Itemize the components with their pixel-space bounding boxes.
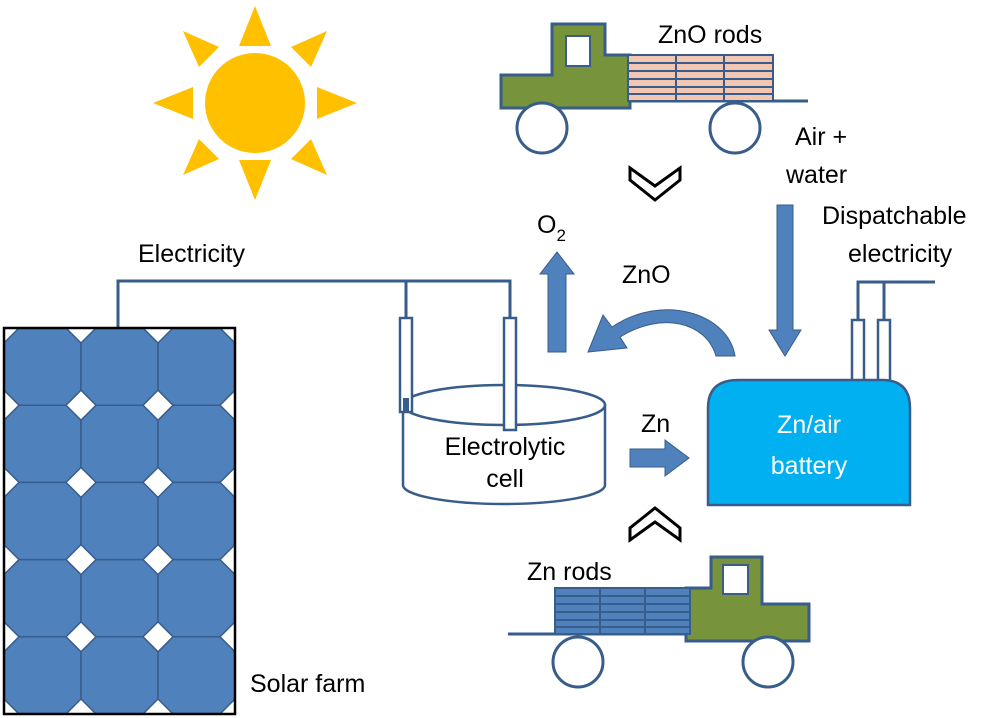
solar-cell <box>3 636 82 715</box>
air-water-label-line2: water <box>785 161 847 189</box>
solar-cell <box>80 558 159 638</box>
truck-icon <box>499 22 808 155</box>
chevron-down-icon <box>628 165 682 202</box>
solar-cell <box>157 636 236 715</box>
electricity-wire <box>116 279 512 327</box>
solar-panel-frame <box>2 326 237 716</box>
solar-cell <box>3 404 82 484</box>
solar-cell <box>80 481 159 561</box>
electrolytic-cell-label-line1: Electrolytic <box>445 433 566 461</box>
electrolytic-cell <box>398 316 607 506</box>
zno-label: ZnO <box>622 261 671 289</box>
sun-icon <box>153 6 357 200</box>
solar-cell <box>80 404 159 484</box>
solar-cell <box>3 327 82 406</box>
zn-rods-label: Zn rods <box>527 558 612 586</box>
cathode-electrode <box>398 316 414 414</box>
o2-up-arrow <box>538 251 576 353</box>
zno-curved-arrow <box>587 309 736 357</box>
dispatchable-label-line2: electricity <box>848 240 953 268</box>
solar-cell <box>3 481 82 561</box>
zn-air-battery <box>706 378 912 507</box>
dispatchable-wire <box>850 280 935 384</box>
air-water-down-arrow <box>768 204 802 357</box>
solar-cell <box>157 481 236 561</box>
electricity-label: Electricity <box>138 240 245 268</box>
solar-farm-label: Solar farm <box>250 670 365 698</box>
chevron-up-icon <box>628 506 682 543</box>
solar-cell <box>80 327 159 406</box>
solar-cell <box>157 404 236 484</box>
solar-cell <box>80 636 159 715</box>
air-water-label-line1: Air + <box>795 123 847 151</box>
solar-cell <box>157 558 236 638</box>
zno-rods-label: ZnO rods <box>658 21 762 49</box>
battery-label-line1: Zn/air <box>777 411 841 439</box>
zn-label: Zn <box>641 410 670 438</box>
truck-icon <box>508 555 811 689</box>
dispatchable-label-line1: Dispatchable <box>822 202 967 230</box>
battery-label-line2: battery <box>771 452 848 480</box>
electrolytic-cell-label-line2: cell <box>486 465 524 493</box>
solar-panel-icon <box>2 326 237 716</box>
solar-cell <box>3 558 82 638</box>
solar-cell <box>157 327 236 406</box>
o2-label: O2 <box>537 211 566 245</box>
anode-electrode <box>502 316 518 432</box>
zn-right-arrow <box>629 439 690 477</box>
